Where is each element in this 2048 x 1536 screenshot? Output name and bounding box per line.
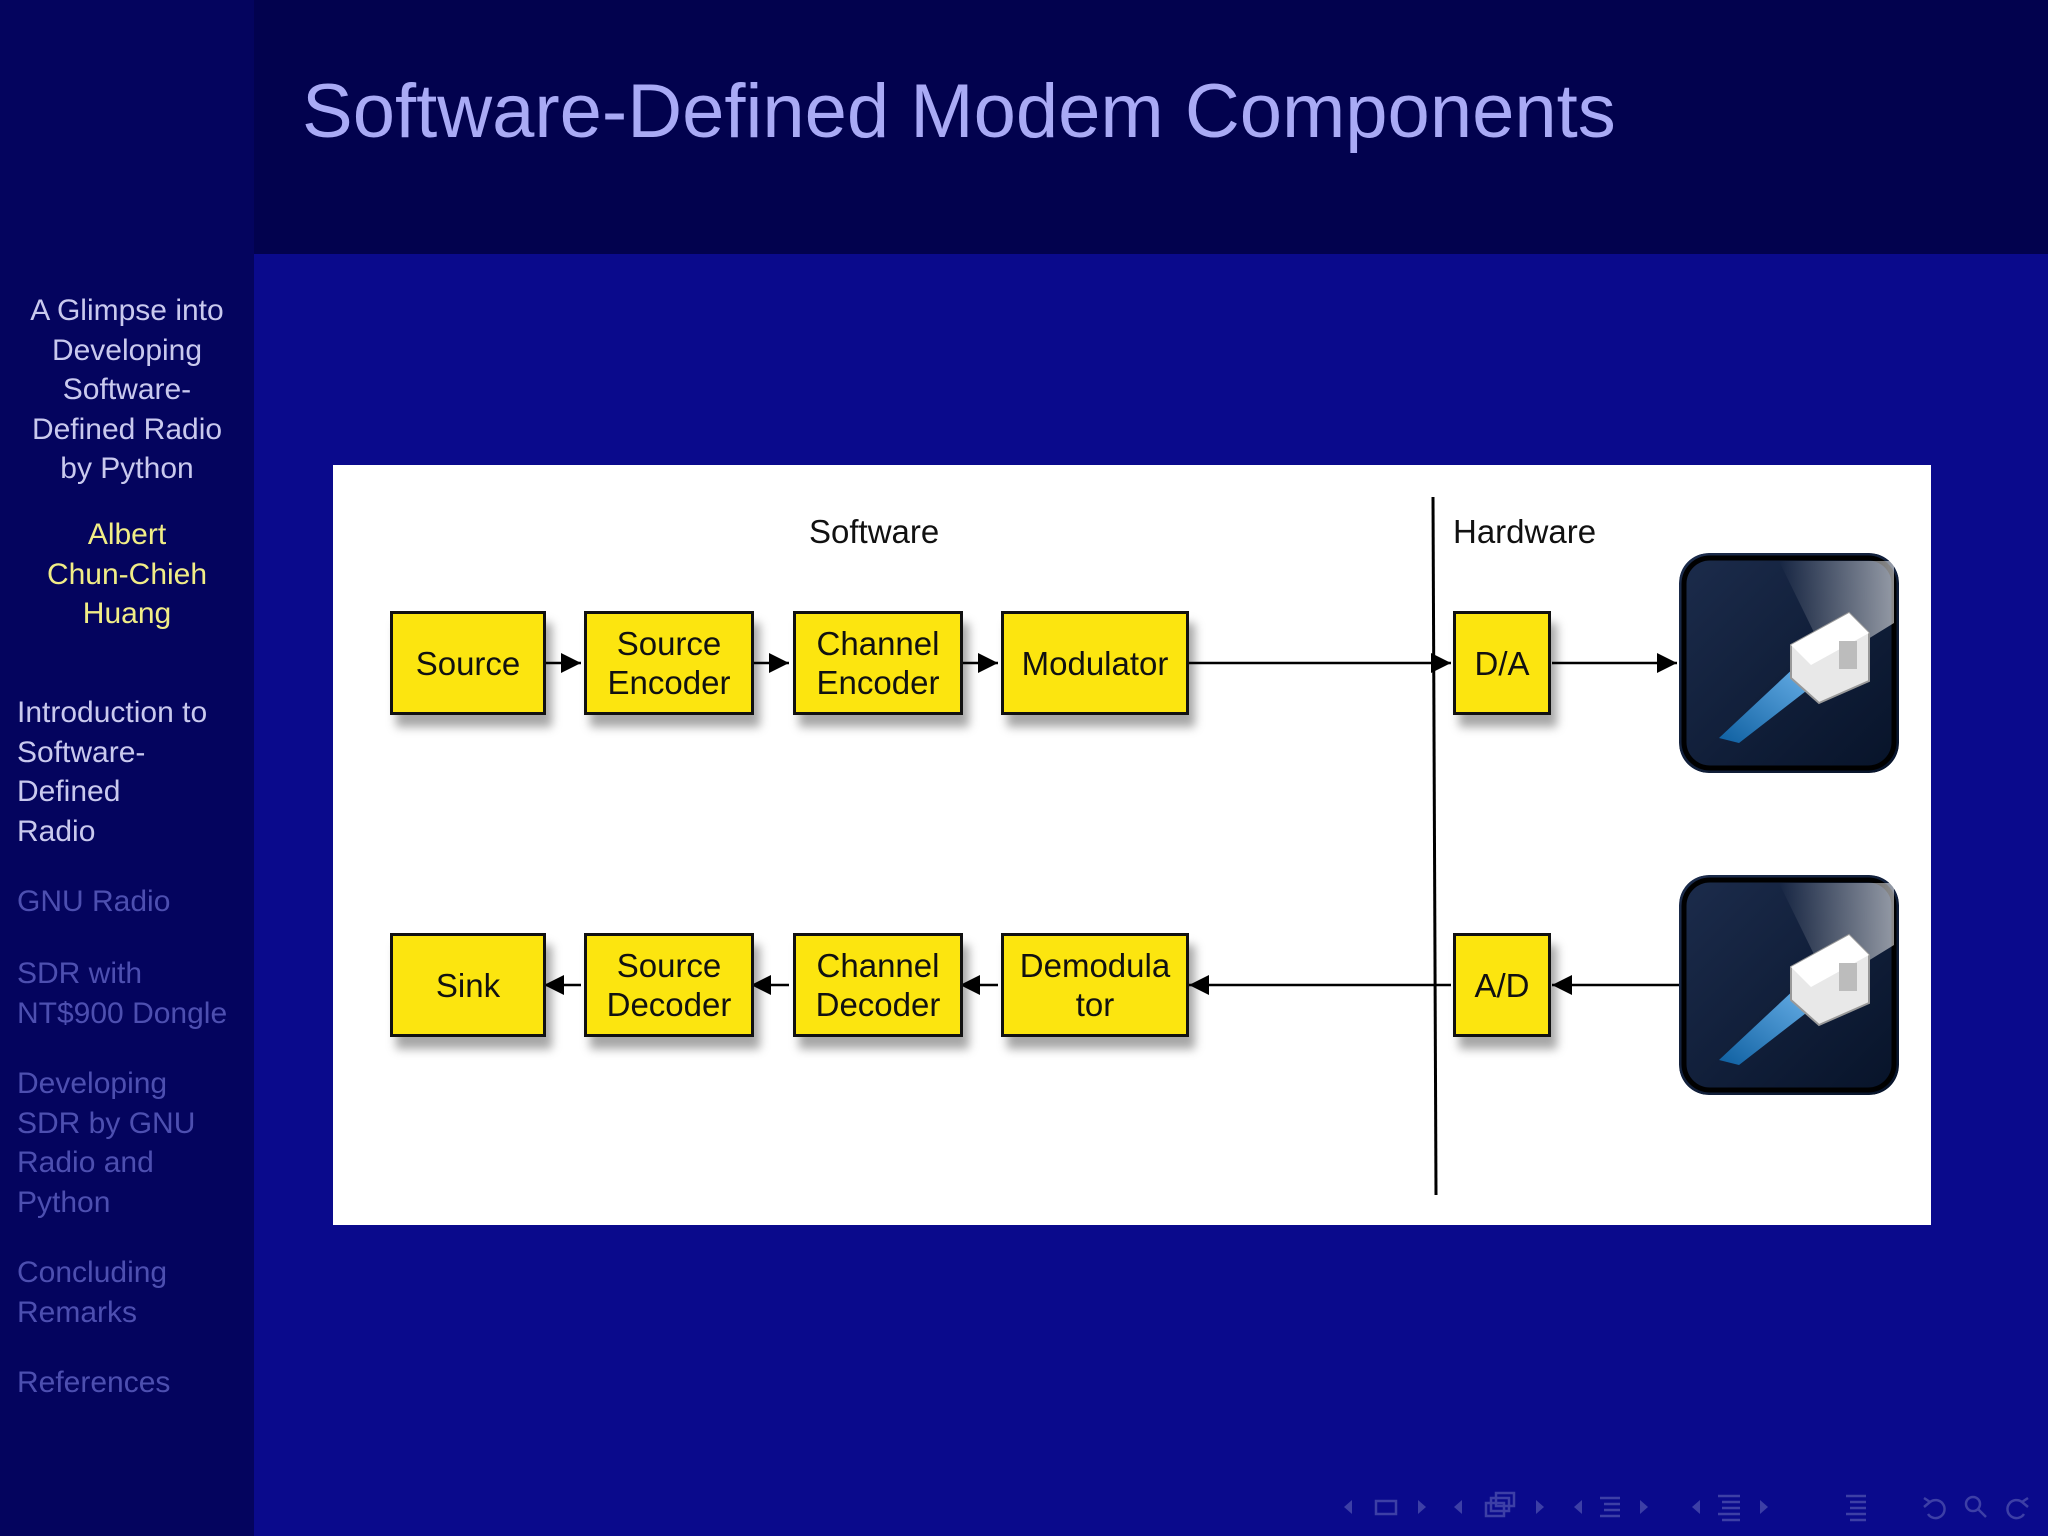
hardware-label: Hardware: [1453, 513, 1597, 550]
da-converter-block: D/A: [1453, 611, 1551, 715]
section-line: Radio and: [17, 1146, 154, 1179]
demodulator-block: Demodula tor: [1001, 933, 1189, 1037]
sidebar-section-introduction[interactable]: Introduction to Software- Defined Radio: [17, 693, 207, 851]
nav-arrow-left-icon[interactable]: [1454, 1500, 1462, 1514]
search-icon[interactable]: [1964, 1495, 1987, 1518]
frame-icon[interactable]: [1374, 1499, 1398, 1516]
talk-title: A Glimpse into Developing Software- Defi…: [0, 291, 254, 489]
author-name: Albert Chun-Chieh Huang: [0, 515, 254, 634]
block-label: Modulator: [1021, 644, 1169, 682]
block-label: A/D: [1474, 966, 1530, 1004]
author-line: Albert: [87, 518, 167, 551]
sidebar-section-gnu-radio[interactable]: GNU Radio: [17, 882, 170, 922]
modulator-block: Modulator: [1001, 611, 1189, 715]
sidebar-section-references[interactable]: References: [17, 1363, 170, 1403]
author-line: Chun-Chieh: [46, 557, 208, 591]
software-label: Software: [809, 513, 940, 550]
block-label: D/A: [1474, 644, 1530, 682]
block-label: Source: [616, 625, 722, 662]
navigation-symbols: [1344, 1491, 2029, 1522]
nav-arrow-right-icon[interactable]: [1760, 1500, 1768, 1514]
modem-diagram: Software Hardware Source Source Encoder …: [333, 465, 1931, 1225]
block-label: Channel: [816, 947, 940, 984]
section-line: Concluding: [17, 1256, 168, 1289]
diagram-connectors: [544, 496, 1680, 1196]
block-label: Decoder: [815, 986, 941, 1023]
nav-arrow-right-icon[interactable]: [1640, 1500, 1648, 1514]
section-line: References: [17, 1366, 171, 1399]
nav-arrow-left-icon[interactable]: [1344, 1500, 1352, 1514]
undo-icon[interactable]: [1923, 1496, 1946, 1520]
block-label: Source: [616, 947, 722, 984]
sidebar-section-developing-sdr[interactable]: Developing SDR by GNU Radio and Python: [17, 1064, 195, 1222]
block-label: Encoder: [816, 664, 940, 701]
author-line: Huang: [82, 597, 172, 630]
sink-block: Sink: [390, 933, 546, 1037]
subsection-icon[interactable]: [1484, 1491, 1516, 1518]
slide-header: [254, 0, 2048, 254]
sidebar: A Glimpse into Developing Software- Defi…: [0, 0, 254, 1536]
section-line: Python: [17, 1185, 111, 1219]
section-line: SDR by GNU: [17, 1106, 196, 1140]
talk-title-line: Defined Radio: [31, 412, 223, 446]
section-line: Remarks: [17, 1295, 138, 1329]
channel-encoder-block: Channel Encoder: [793, 611, 963, 715]
section-line: Radio: [17, 814, 96, 848]
block-label: Source: [415, 644, 521, 682]
beamer-navigation: [1336, 1490, 2036, 1524]
sidebar-section-sdr-dongle[interactable]: SDR with NT$900 Dongle: [17, 954, 227, 1033]
sw-hw-divider: [1431, 496, 1438, 1196]
section-line: GNU Radio: [17, 885, 171, 918]
section-line: Developing: [17, 1067, 168, 1100]
block-label: Channel: [816, 625, 940, 662]
section-line: Defined: [17, 775, 121, 808]
nav-arrow-right-icon[interactable]: [1536, 1500, 1544, 1514]
talk-title-line: Software-: [62, 373, 192, 406]
sidebar-section-concluding-remarks[interactable]: Concluding Remarks: [17, 1253, 167, 1332]
section-line: NT$900 Dongle: [17, 996, 228, 1030]
section-icon[interactable]: [1600, 1496, 1620, 1518]
block-label: Encoder: [607, 664, 731, 701]
slide-title: Software-Defined Modem Components: [302, 69, 1616, 154]
section-line: Software-: [17, 735, 146, 769]
ad-converter-block: A/D: [1453, 933, 1551, 1037]
redo-icon[interactable]: [2006, 1496, 2029, 1520]
nav-arrow-left-icon[interactable]: [1692, 1500, 1700, 1514]
nav-arrow-right-icon[interactable]: [1418, 1500, 1426, 1514]
talk-title-line: A Glimpse into: [30, 294, 224, 327]
source-block: Source: [390, 611, 546, 715]
source-encoder-block: Source Encoder: [584, 611, 754, 715]
talk-title-line: by Python: [60, 452, 194, 485]
network-cable-icon: [1679, 553, 1899, 773]
block-label: Demodula: [1019, 947, 1171, 984]
section-line: SDR with: [17, 957, 143, 990]
nav-arrow-left-icon[interactable]: [1574, 1500, 1582, 1514]
document-icon[interactable]: [1846, 1494, 1866, 1522]
block-label: Sink: [435, 966, 501, 1004]
section-icon[interactable]: [1718, 1494, 1740, 1522]
section-line: Introduction to: [17, 696, 208, 729]
block-label: Decoder: [606, 986, 732, 1023]
network-cable-icon: [1679, 875, 1899, 1095]
channel-decoder-block: Channel Decoder: [793, 933, 963, 1037]
source-decoder-block: Source Decoder: [584, 933, 754, 1037]
block-label: tor: [1075, 986, 1115, 1023]
talk-title-line: Developing: [51, 333, 203, 367]
